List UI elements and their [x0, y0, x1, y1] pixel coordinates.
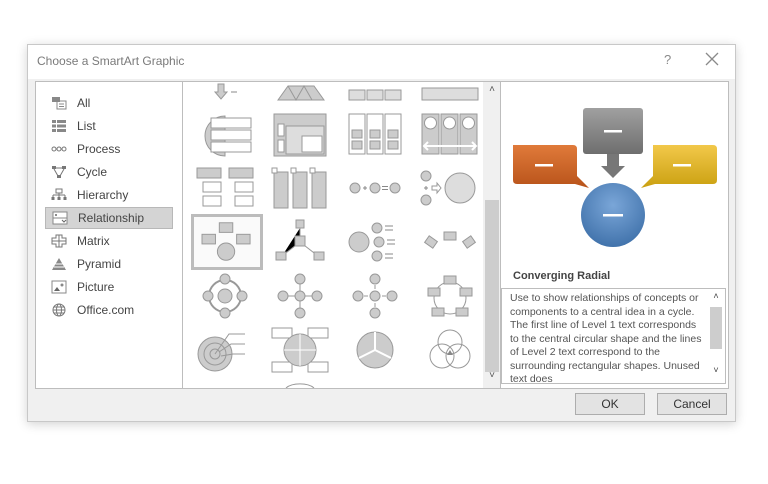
layout-description[interactable]: Use to show relationships of concepts or… [501, 288, 726, 385]
desc-scroll-down[interactable]: ˅ [713, 365, 719, 375]
layout-thumbnail[interactable] [416, 324, 484, 376]
layout-thumbnail[interactable] [266, 82, 334, 106]
desc-scroll-thumb[interactable] [710, 307, 722, 349]
smartart-dialog: Choose a SmartArt Graphic ? All List Pro… [27, 44, 736, 422]
cancel-button[interactable]: Cancel [657, 393, 727, 415]
category-pyramid[interactable]: Pyramid [45, 253, 173, 275]
dialog-title: Choose a SmartArt Graphic [37, 54, 185, 68]
category-list-item[interactable]: List [45, 115, 173, 137]
scroll-down-button[interactable]: ˅ [489, 370, 495, 381]
hierarchy-icon [49, 187, 69, 203]
category-cycle[interactable]: Cycle [45, 161, 173, 183]
layout-thumbnail[interactable] [191, 324, 259, 376]
layout-name: Converging Radial [513, 270, 611, 282]
desc-scroll-up[interactable]: ˄ [713, 291, 719, 301]
layout-thumbnail[interactable] [266, 108, 334, 160]
layout-thumbnail[interactable] [191, 108, 259, 160]
scroll-up-button[interactable]: ˄ [489, 84, 495, 95]
category-hierarchy[interactable]: Hierarchy [45, 184, 173, 206]
layout-thumbnail[interactable] [266, 270, 334, 322]
layout-thumbnail[interactable] [266, 324, 334, 376]
layout-thumbnail-converging-radial[interactable] [191, 214, 263, 270]
layout-thumbnail[interactable] [341, 162, 409, 214]
layout-thumbnail[interactable] [191, 270, 259, 322]
layout-thumbnail[interactable] [191, 82, 259, 106]
pyramid-icon [49, 256, 69, 272]
close-icon[interactable] [703, 50, 721, 68]
ok-button[interactable]: OK [575, 393, 645, 415]
description-text: Use to show relationships of concepts or… [510, 292, 702, 385]
layout-thumbnail[interactable] [416, 82, 484, 106]
converging-radial-preview-image [513, 108, 717, 247]
globe-icon [49, 302, 69, 318]
list-icon [49, 118, 69, 134]
help-button[interactable]: ? [664, 52, 672, 67]
layout-thumbnail[interactable] [416, 162, 484, 214]
matrix-icon [49, 233, 69, 249]
all-icon [49, 95, 69, 111]
category-list: All List Process Cycle Hierarchy Relatio… [35, 81, 183, 389]
layout-thumbnail[interactable] [191, 162, 259, 214]
category-office-com[interactable]: Office.com [45, 299, 173, 321]
layout-thumbnail[interactable] [341, 82, 409, 106]
picture-icon [49, 279, 69, 295]
relationship-icon [50, 210, 70, 226]
layout-thumbnail[interactable] [266, 216, 334, 268]
category-relationship[interactable]: Relationship [45, 207, 173, 229]
layout-thumbnail[interactable] [341, 108, 409, 160]
layout-thumbnail[interactable] [341, 216, 409, 268]
title-bar: Choose a SmartArt Graphic ? [28, 45, 735, 79]
layout-thumbnail[interactable] [266, 162, 334, 214]
layout-thumbnail[interactable] [416, 270, 484, 322]
layout-gallery: ˄ ˅ [182, 81, 502, 389]
layout-thumbnail[interactable] [416, 216, 484, 268]
gallery-scrollbar[interactable]: ˄ ˅ [483, 82, 501, 388]
category-matrix[interactable]: Matrix [45, 230, 173, 252]
layout-thumbnail[interactable] [341, 270, 409, 322]
description-scrollbar[interactable]: ˄ ˅ [709, 291, 723, 381]
category-picture[interactable]: Picture [45, 276, 173, 298]
category-process[interactable]: Process [45, 138, 173, 160]
process-icon [49, 141, 69, 157]
cycle-icon [49, 164, 69, 180]
layout-thumbnail[interactable] [416, 108, 484, 160]
layout-thumbnail[interactable] [266, 378, 334, 388]
layout-thumbnail[interactable] [341, 324, 409, 376]
category-all[interactable]: All [45, 92, 173, 114]
scroll-thumb[interactable] [485, 200, 499, 372]
